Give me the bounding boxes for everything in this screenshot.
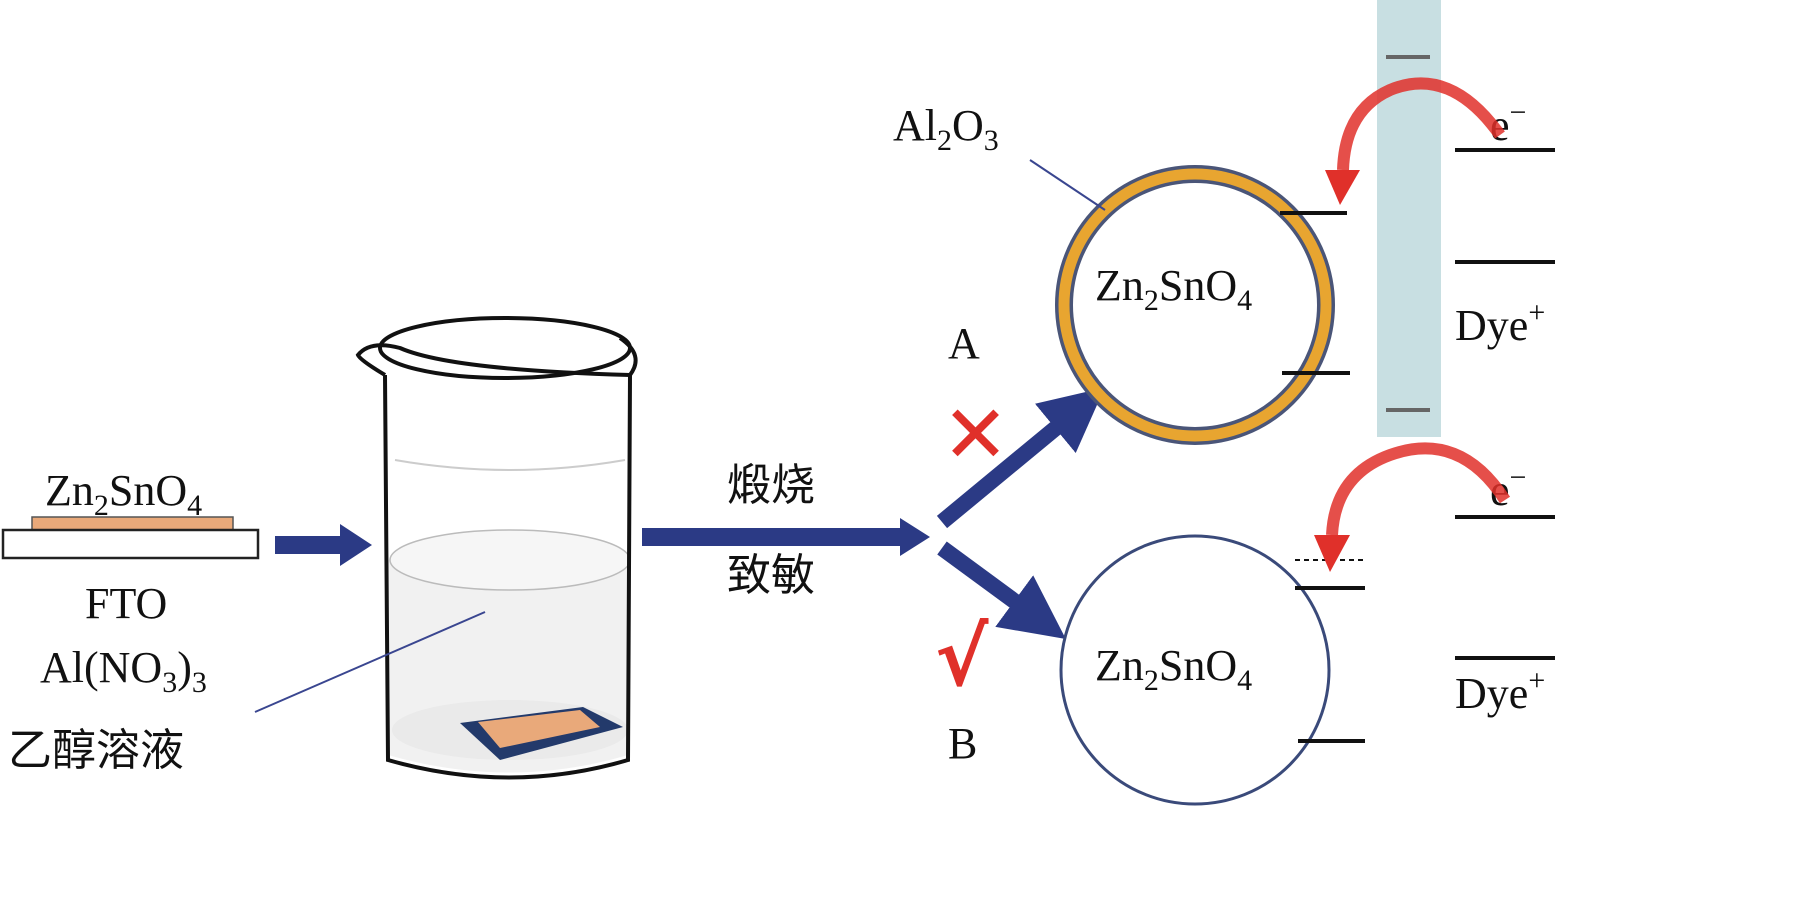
cross-mark-icon: ✕ bbox=[942, 388, 1009, 481]
particle-bottom-label: Zn2SnO4 bbox=[1095, 641, 1252, 697]
fto-label: FTO bbox=[85, 579, 167, 628]
electron-transfer-arrow-icon bbox=[1337, 77, 1505, 171]
electron-transfer-arrow-icon bbox=[1326, 442, 1511, 536]
bare-particle: Zn2SnO4 bbox=[1059, 534, 1331, 806]
route-b-label: B bbox=[948, 719, 977, 768]
energy-levels-top bbox=[1280, 148, 1555, 375]
coated-particle: Zn2SnO4 bbox=[1055, 165, 1335, 445]
dye-label-bottom: Dye+ bbox=[1455, 664, 1545, 718]
calcination-label: 煅烧 bbox=[727, 460, 815, 511]
dye-band bbox=[1377, 0, 1441, 437]
zn2sno4-film bbox=[31, 516, 234, 531]
sensitization-label: 致敏 bbox=[727, 550, 815, 601]
film-label: Zn2SnO4 bbox=[45, 466, 202, 522]
solvent-label: 乙醇溶液 bbox=[8, 725, 184, 776]
check-mark-icon: √ bbox=[935, 611, 989, 704]
beaker bbox=[355, 316, 638, 780]
particle-top-label: Zn2SnO4 bbox=[1095, 261, 1252, 317]
dye-label-top: Dye+ bbox=[1455, 296, 1545, 350]
energy-levels-bottom bbox=[1295, 515, 1555, 743]
fto-substrate: Zn2SnO4 FTO bbox=[1, 466, 260, 628]
arrow-to-a-icon bbox=[936, 387, 1105, 529]
arrow-right-icon bbox=[642, 518, 930, 556]
arrow-to-b-icon bbox=[937, 541, 1066, 639]
fto-glass bbox=[1, 528, 260, 560]
solution-pointer-line bbox=[254, 611, 486, 713]
shell-label: Al2O3 bbox=[893, 101, 999, 157]
route-a-label: A bbox=[948, 319, 980, 368]
arrow-right-icon bbox=[275, 524, 372, 566]
solution-label: Al(NO3)3 bbox=[40, 643, 207, 699]
